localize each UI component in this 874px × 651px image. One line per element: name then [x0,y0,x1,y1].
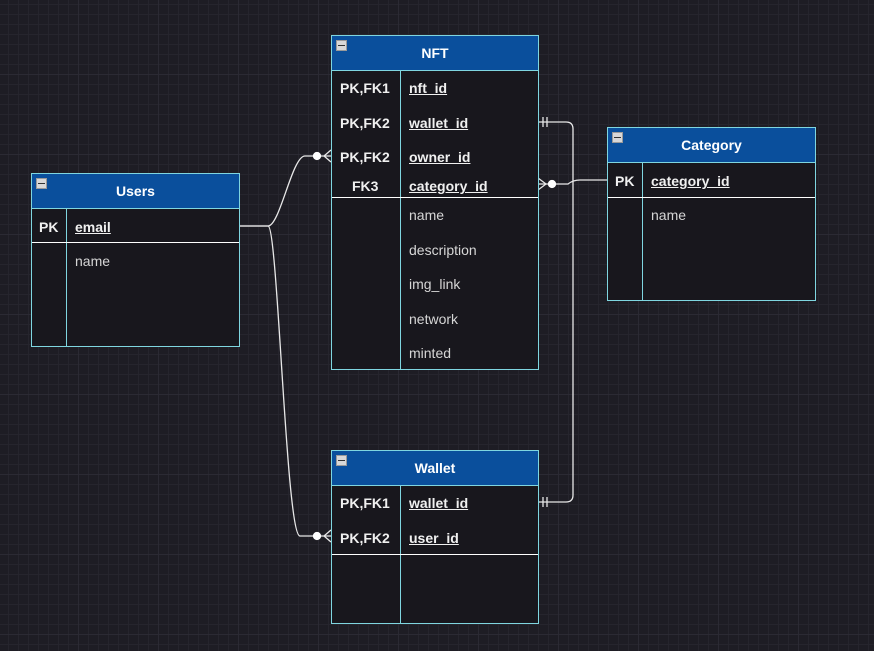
category-field-name[interactable]: name [651,207,687,223]
one-marker-wallet-wallet [542,497,548,507]
entity-users[interactable]: Users PK email name [31,173,240,347]
key-column-divider [400,70,401,369]
link-wallet-nft[interactable] [538,121,574,503]
entity-category-header[interactable]: Category [608,128,815,163]
key-section-divider [608,197,815,198]
key-section-divider [332,554,538,555]
nft-field-img-link[interactable]: img_link [409,276,461,292]
entity-wallet[interactable]: Wallet PK,FK1 wallet_id PK,FK2 user_id [331,450,539,624]
zero-or-one-marker-category [547,179,557,189]
wallet-key-1: PK,FK1 [340,495,390,511]
entity-category[interactable]: Category PK category_id name [607,127,816,301]
nft-key-2: PK,FK2 [340,115,390,131]
collapse-icon[interactable] [336,40,347,51]
nft-key-3: PK,FK2 [340,149,390,165]
link-category-nft[interactable] [538,179,607,185]
link-users-nft[interactable] [240,155,331,227]
nft-field-network[interactable]: network [409,311,459,327]
entity-wallet-title: Wallet [414,460,456,476]
entity-nft-header[interactable]: NFT [332,36,538,71]
nft-field-name[interactable]: name [409,207,445,223]
nft-key-1: PK,FK1 [340,80,390,96]
one-marker-nft-wallet [542,117,548,127]
collapse-icon[interactable] [336,455,347,466]
key-column-divider [66,208,67,346]
category-field-category-id[interactable]: category_id [651,173,730,189]
users-field-name[interactable]: name [75,253,111,269]
key-section-divider [32,242,239,243]
entity-nft-title: NFT [421,45,449,61]
nft-field-description[interactable]: description [409,242,477,258]
many-marker-nft-category [537,177,548,191]
collapse-icon[interactable] [612,132,623,143]
nft-field-owner-id[interactable]: owner_id [409,149,471,165]
zero-or-many-marker-nft-owner [312,149,332,163]
users-field-email[interactable]: email [75,219,111,235]
entity-users-header[interactable]: Users [32,174,239,209]
key-column-divider [642,162,643,300]
wallet-field-user-id[interactable]: user_id [409,530,459,546]
wallet-key-2: PK,FK2 [340,530,390,546]
key-section-divider [332,197,538,198]
entity-category-title: Category [681,137,742,153]
nft-field-minted[interactable]: minted [409,345,452,361]
nft-field-nft-id[interactable]: nft_id [409,80,448,96]
nft-field-wallet-id[interactable]: wallet_id [409,115,469,131]
entity-wallet-header[interactable]: Wallet [332,451,538,486]
wallet-field-wallet-id[interactable]: wallet_id [409,495,469,511]
link-users-wallet[interactable] [240,225,331,537]
nft-key-4: FK3 [352,178,379,194]
collapse-icon[interactable] [36,178,47,189]
category-key-1: PK [615,173,635,189]
entity-users-title: Users [116,183,155,199]
zero-or-many-marker-wallet-user [312,529,332,543]
entity-nft[interactable]: NFT PK,FK1 nft_id PK,FK2 wallet_id PK,FK… [331,35,539,370]
nft-field-category-id[interactable]: category_id [409,178,488,194]
users-key-1: PK [39,219,59,235]
